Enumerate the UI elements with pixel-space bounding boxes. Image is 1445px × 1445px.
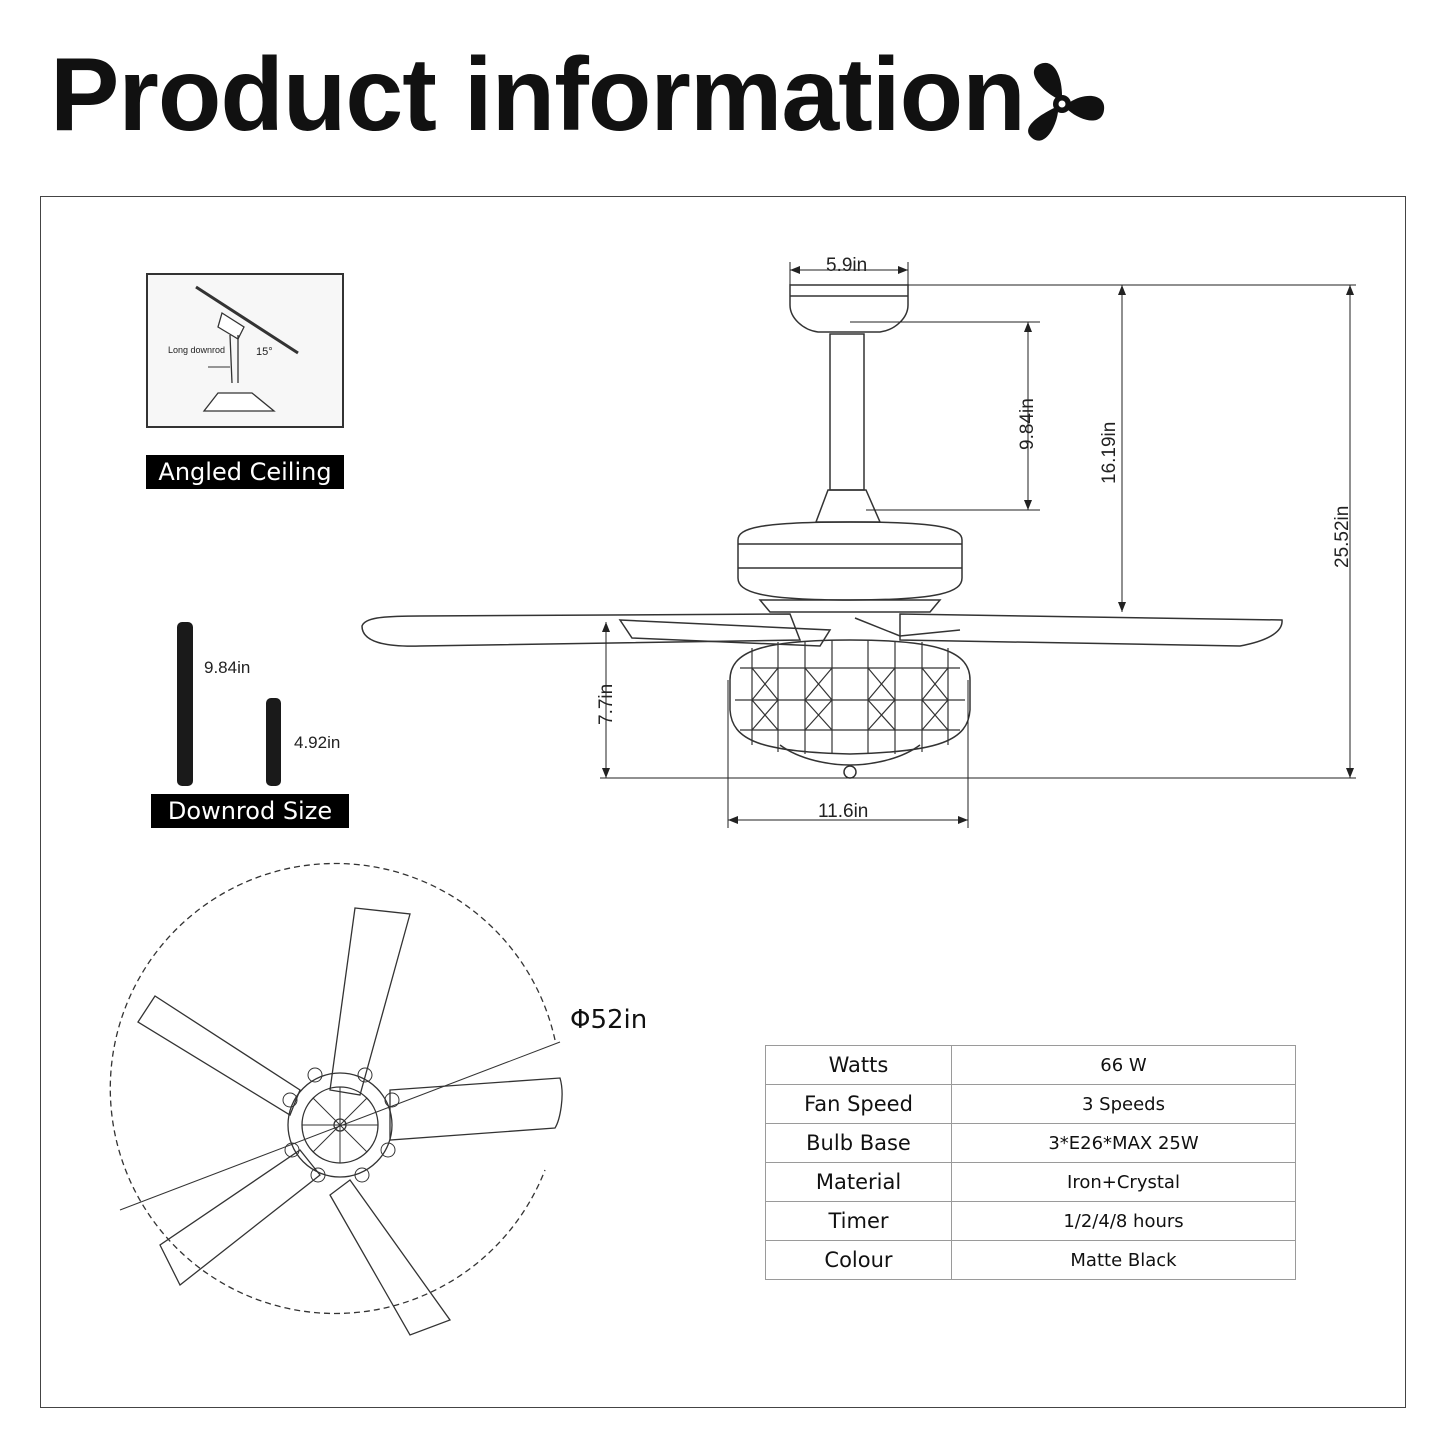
spec-value: 3*E26*MAX 25W (951, 1123, 1296, 1163)
downrod-length-label: 9.84in (1017, 398, 1038, 450)
spec-key: Material (765, 1162, 952, 1202)
spec-key: Bulb Base (765, 1123, 952, 1163)
light-height-label: 7.7in (596, 684, 617, 725)
spec-key: Watts (765, 1045, 952, 1085)
short-downrod-length: 4.92in (294, 733, 340, 752)
fan-top-view (109, 862, 563, 1336)
canopy-width-label: 5.9in (826, 255, 867, 276)
spec-value: 66 W (951, 1045, 1296, 1085)
ceiling-to-blade-label: 16.19in (1099, 422, 1120, 484)
light-width-label: 11.6in (818, 801, 868, 822)
total-height-label: 25.52in (1332, 506, 1353, 568)
short-downrod (266, 698, 281, 786)
spec-key: Colour (765, 1240, 952, 1280)
blade-span-label: Φ52in (570, 1005, 648, 1035)
angled-ceiling-label: Angled Ceiling (146, 455, 344, 489)
long-downrod (177, 622, 193, 786)
spec-key: Timer (765, 1201, 952, 1241)
spec-value: 3 Speeds (951, 1084, 1296, 1124)
inset-rod-label: Long downrod (168, 345, 225, 355)
page-title: Product information (50, 37, 1026, 153)
angled-ceiling-illustration: Long downrod 15° (168, 285, 299, 412)
spec-value: Matte Black (951, 1240, 1296, 1280)
angled-ceiling-inset: Long downrod 15° (146, 273, 344, 428)
spec-value: 1/2/4/8 hours (951, 1201, 1296, 1241)
spec-value: Iron+Crystal (951, 1162, 1296, 1202)
spec-key: Fan Speed (765, 1084, 952, 1124)
downrod-size-label: Downrod Size (151, 794, 349, 828)
inset-angle-label: 15° (256, 346, 273, 358)
long-downrod-length: 9.84in (204, 658, 250, 677)
diagram-frame (40, 196, 1406, 1408)
fan-icon (1028, 62, 1105, 141)
